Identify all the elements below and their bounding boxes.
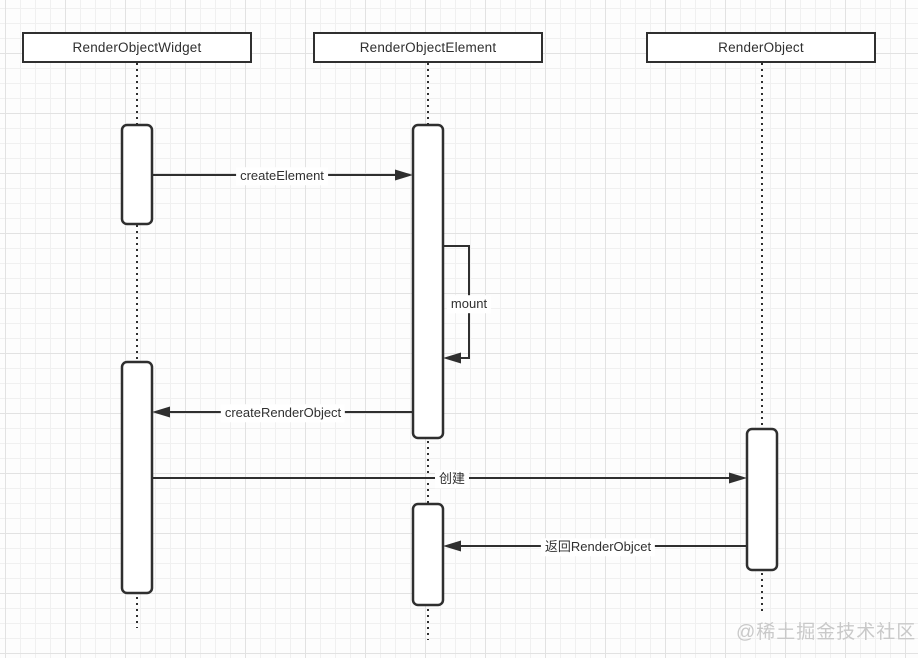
activation-bar-renderobject — [745, 427, 779, 572]
activation-bar-widget-2 — [120, 360, 154, 595]
participant-renderobjectelement: RenderObjectElement — [313, 32, 543, 63]
message-label-createrenderobject: createRenderObject — [220, 404, 346, 422]
watermark: @稀土掘金技术社区 — [736, 622, 917, 643]
participant-renderobject: RenderObject — [646, 32, 876, 63]
participant-label: RenderObjectElement — [359, 40, 497, 55]
participant-renderobjectwidget: RenderObjectWidget — [22, 32, 252, 63]
activation-bar-element-2 — [411, 502, 445, 607]
activation-bar-widget-1 — [120, 123, 154, 226]
participant-label: RenderObjectWidget — [72, 40, 202, 55]
message-label-mount: mount — [446, 295, 492, 313]
message-label-createelement: createElement — [236, 167, 328, 185]
activation-bar-element-1 — [411, 123, 445, 440]
message-label-create: 创建 — [434, 470, 470, 488]
participant-label: RenderObject — [718, 40, 804, 55]
message-label-return-renderobject: 返回RenderObjcet — [540, 538, 656, 556]
